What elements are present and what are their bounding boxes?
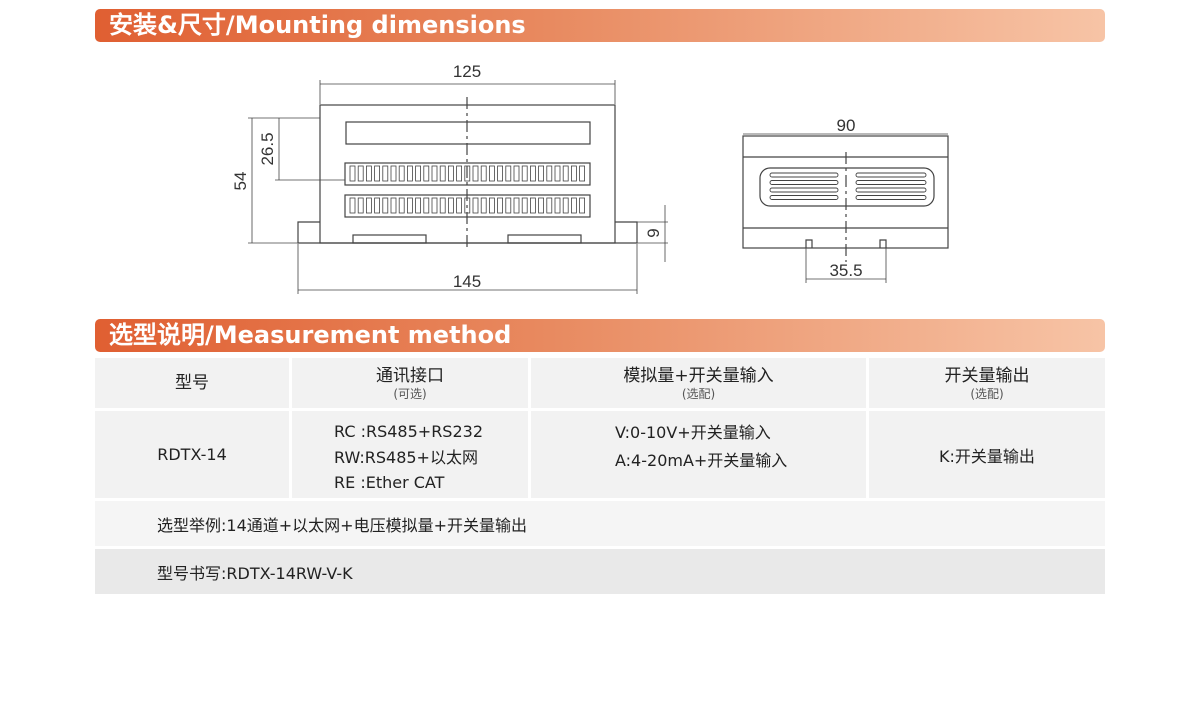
- header-comm: 通讯接口 (可选): [292, 358, 528, 408]
- header-model: 型号: [95, 358, 289, 408]
- dim-side-rail-width: 35.5: [829, 261, 862, 280]
- comm-option: RE :Ether CAT: [334, 473, 445, 492]
- mounting-dimension-drawings: 125 54 26.5 9 145 90 35.5: [231, 62, 949, 294]
- header-inputs-label: 模拟量+开关量输入: [623, 366, 774, 386]
- table-header-row: 型号 通讯接口 (可选) 模拟量+开关量输入 (选配) 开关量输出 (选配): [95, 358, 1105, 408]
- comm-option: RC :RS485+RS232: [334, 422, 483, 441]
- input-option: V:0-10V+开关量输入: [615, 423, 771, 442]
- dim-side-width: 90: [837, 116, 856, 135]
- terminal-pins: [349, 165, 585, 214]
- dim-front-total-height: 54: [231, 172, 250, 191]
- cell-input-options: V:0-10V+开关量输入 A:4-20mA+开关量输入: [531, 411, 866, 498]
- header-inputs-note: (选配): [681, 387, 716, 401]
- header-outputs: 开关量输出 (选配): [869, 358, 1105, 408]
- order-code: 型号书写:RDTX-14RW-V-K: [95, 549, 1105, 594]
- selection-table: 型号 通讯接口 (可选) 模拟量+开关量输入 (选配) 开关量输出 (选配) R…: [95, 358, 1105, 597]
- header-outputs-label: 开关量输出: [944, 366, 1030, 386]
- dim-front-top-width: 125: [453, 62, 481, 81]
- header-model-label: 型号: [175, 373, 209, 393]
- table-row: RDTX-14 RC :RS485+RS232 RW:RS485+以太网 RE …: [95, 411, 1105, 498]
- front-view-drawing: [248, 80, 668, 294]
- side-vent-slots: [769, 172, 927, 200]
- header-comm-label: 通讯接口: [376, 366, 444, 386]
- selection-example: 选型举例:14通道+以太网+电压模拟量+开关量输出: [95, 501, 1105, 546]
- header-inputs: 模拟量+开关量输入 (选配): [531, 358, 866, 408]
- cell-model: RDTX-14: [95, 411, 289, 498]
- cell-output-options: K:开关量输出: [869, 411, 1105, 498]
- selection-section-title: 选型说明/Measurement method: [95, 319, 1105, 352]
- cell-comm-options: RC :RS485+RS232 RW:RS485+以太网 RE :Ether C…: [292, 411, 528, 498]
- header-comm-note: (可选): [393, 387, 427, 401]
- dim-front-base-height: 9: [644, 228, 663, 237]
- input-option: A:4-20mA+开关量输入: [615, 451, 788, 470]
- header-outputs-note: (选配): [970, 387, 1004, 401]
- side-view-drawing: [742, 133, 949, 283]
- mounting-section-title: 安装&尺寸/Mounting dimensions: [95, 9, 1105, 42]
- comm-option: RW:RS485+以太网: [334, 447, 478, 467]
- dim-front-upper-height: 26.5: [258, 132, 277, 165]
- dim-front-bottom-width: 145: [453, 272, 481, 291]
